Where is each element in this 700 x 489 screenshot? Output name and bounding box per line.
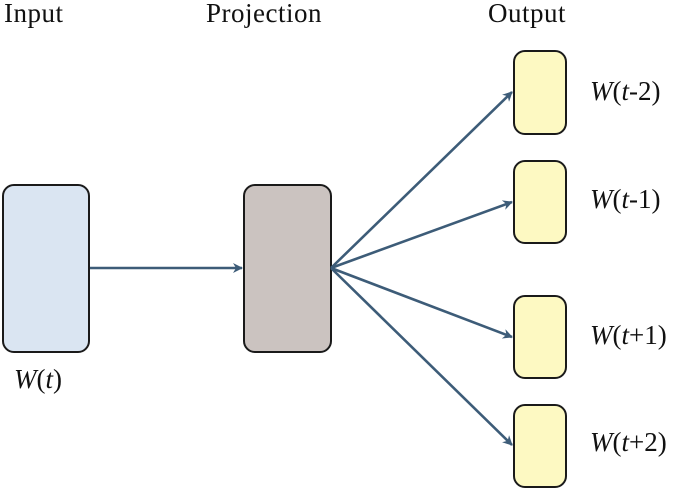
input-column-title: Input: [4, 0, 64, 28]
arrow-projection-to-t-minus-2: [330, 91, 513, 269]
output-label-t-plus-2: W(t+2): [590, 427, 667, 457]
output-node-t-minus-2: [513, 50, 567, 135]
label-fn: W: [590, 184, 613, 214]
output-label-t-minus-1: W(t-1): [590, 184, 661, 214]
projection-node: [243, 184, 332, 353]
input-label: W(t): [14, 364, 62, 395]
arrow-projection-to-t-plus-1: [330, 266, 513, 339]
output-label-t-plus-1: W(t+1): [590, 320, 667, 350]
input-label-fn: W: [14, 364, 37, 394]
label-fn: W: [590, 320, 613, 350]
label-arg: t: [621, 427, 630, 457]
arrow-projection-to-t-plus-2: [330, 267, 513, 446]
paren-close: ): [53, 364, 63, 394]
label-offset: +1: [629, 320, 658, 350]
label-arg: t: [621, 320, 630, 350]
output-column-title: Output: [488, 0, 567, 28]
input-node: [2, 184, 90, 353]
label-arg: t: [621, 184, 630, 214]
input-label-arg: t: [45, 364, 54, 394]
label-offset: -1: [629, 184, 652, 214]
projection-column-title: Projection: [206, 0, 322, 28]
output-node-t-plus-2: [513, 404, 567, 488]
label-fn: W: [590, 427, 613, 457]
arrow-projection-to-t-minus-1: [330, 200, 513, 270]
label-fn: W: [590, 76, 613, 106]
output-label-t-minus-2: W(t-2): [590, 76, 661, 106]
label-arg: t: [621, 76, 630, 106]
paren-open: (: [36, 364, 46, 394]
label-offset: -2: [629, 76, 652, 106]
label-offset: +2: [629, 427, 658, 457]
output-node-t-plus-1: [513, 295, 567, 379]
output-node-t-minus-1: [513, 160, 567, 244]
